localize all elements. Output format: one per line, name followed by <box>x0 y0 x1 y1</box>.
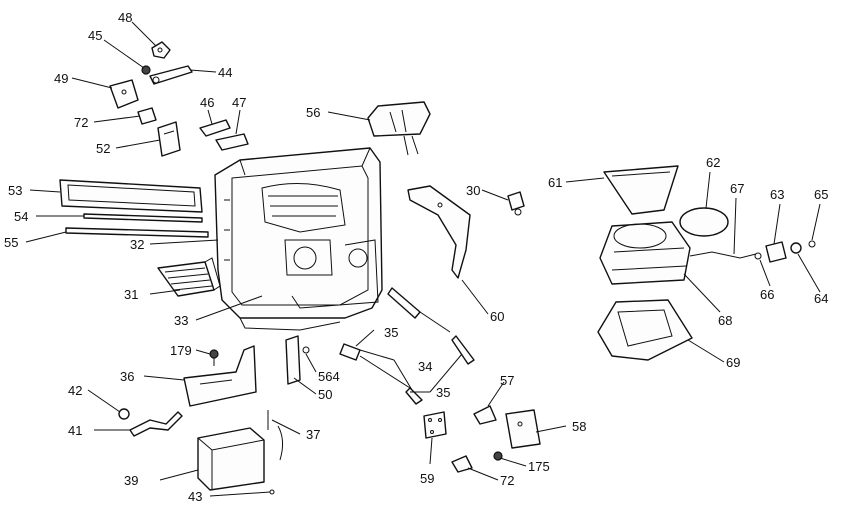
callout-56: 56 <box>306 105 320 120</box>
cable-67 <box>689 251 757 259</box>
callout-53: 53 <box>8 183 22 198</box>
motor-63 <box>765 241 787 263</box>
callout-45: 45 <box>88 28 102 43</box>
seal-54 <box>83 213 203 223</box>
bolt-179 <box>209 349 219 366</box>
callout-68: 68 <box>718 313 732 328</box>
lever-46 <box>199 119 231 137</box>
callout-39: 39 <box>124 473 138 488</box>
callout-44: 44 <box>218 65 232 80</box>
callout-49: 49 <box>54 71 68 86</box>
bracket-30 <box>507 191 525 216</box>
callout-34: 34 <box>418 359 432 374</box>
callout-60: 60 <box>490 309 504 324</box>
callout-57: 57 <box>500 373 514 388</box>
rod-assembly-35-b <box>451 335 475 365</box>
blower-switch-56 <box>367 101 431 156</box>
tray-31 <box>157 257 221 297</box>
clip-72-bottom <box>451 455 473 473</box>
callout-58: 58 <box>572 419 586 434</box>
rod-assembly-34 <box>339 343 423 405</box>
lever-44 <box>149 65 193 85</box>
rod-assembly-35-a <box>387 287 451 333</box>
callout-62: 62 <box>706 155 720 170</box>
callout-36: 36 <box>120 369 134 384</box>
bracket-60 <box>407 185 471 279</box>
callout-35-b: 35 <box>436 385 450 400</box>
clip-72-top <box>137 107 157 125</box>
ring-66 <box>754 252 762 260</box>
callout-65: 65 <box>814 187 828 202</box>
plate-49 <box>109 79 139 109</box>
rod-41 <box>129 411 183 437</box>
callout-31: 31 <box>124 287 138 302</box>
main-heater-case <box>214 147 383 331</box>
callout-54: 54 <box>14 209 28 224</box>
callout-179: 179 <box>170 343 192 358</box>
seal-55 <box>65 227 209 238</box>
duct-61 <box>603 165 679 215</box>
callout-50: 50 <box>318 387 332 402</box>
callout-35-a: 35 <box>384 325 398 340</box>
screw-175 <box>493 451 503 461</box>
callout-42: 42 <box>68 383 82 398</box>
callout-30: 30 <box>466 183 480 198</box>
callout-67: 67 <box>730 181 744 196</box>
callout-41: 41 <box>68 423 82 438</box>
callout-63: 63 <box>770 187 784 202</box>
callout-37: 37 <box>306 427 320 442</box>
callout-175: 175 <box>528 459 550 474</box>
bracket-36 <box>183 345 257 407</box>
hose-43 <box>269 425 284 495</box>
blower-housing-68 <box>599 221 691 285</box>
callout-64: 64 <box>814 291 828 306</box>
callout-66: 66 <box>760 287 774 302</box>
callout-47: 47 <box>232 95 246 110</box>
block-52 <box>157 121 181 157</box>
callout-72-top: 72 <box>74 115 88 130</box>
callout-48: 48 <box>118 10 132 25</box>
callout-55: 55 <box>4 235 18 250</box>
lever-47 <box>215 133 249 151</box>
callout-59: 59 <box>420 471 434 486</box>
bracket-48 <box>151 41 171 59</box>
callout-32: 32 <box>130 237 144 252</box>
leader-lines <box>25 21 821 497</box>
callout-43: 43 <box>188 489 202 504</box>
callout-52: 52 <box>96 141 110 156</box>
filter-box-39 <box>197 427 265 491</box>
callout-69: 69 <box>726 355 740 370</box>
clip-57 <box>473 405 497 425</box>
plate-59 <box>423 411 447 439</box>
callout-61: 61 <box>548 175 562 190</box>
bracket-50 <box>285 335 310 385</box>
clip-65 <box>808 240 816 248</box>
bracket-58 <box>505 409 541 449</box>
callout-564: 564 <box>318 369 340 384</box>
fastener-42 <box>118 408 130 420</box>
panel-53 <box>59 179 203 213</box>
callout-33: 33 <box>174 313 188 328</box>
callout-46: 46 <box>200 95 214 110</box>
callout-72-bottom: 72 <box>500 473 514 488</box>
blower-cover-69 <box>597 299 693 361</box>
cap-64 <box>790 242 802 254</box>
callout-numbers: 48 45 44 49 46 47 72 52 56 53 54 55 32 3… <box>4 10 828 504</box>
disc-62 <box>679 207 729 237</box>
